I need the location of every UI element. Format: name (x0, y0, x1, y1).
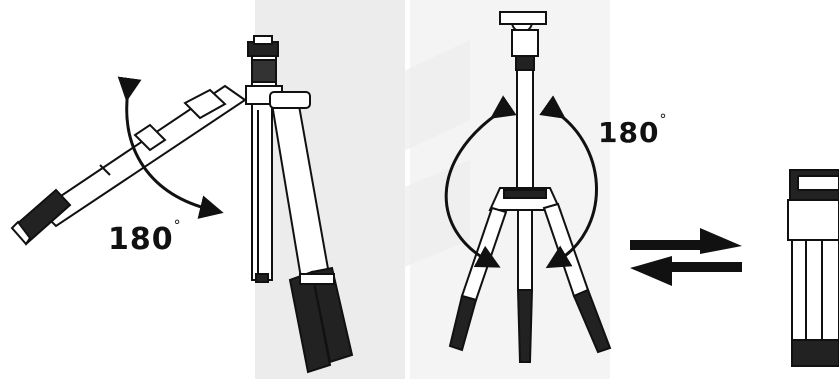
tripod-folded-figure (788, 170, 839, 366)
angle-label-right: 180° (598, 116, 667, 149)
angle-label-left: 180° (108, 222, 182, 257)
double-arrow-icon (630, 228, 742, 286)
